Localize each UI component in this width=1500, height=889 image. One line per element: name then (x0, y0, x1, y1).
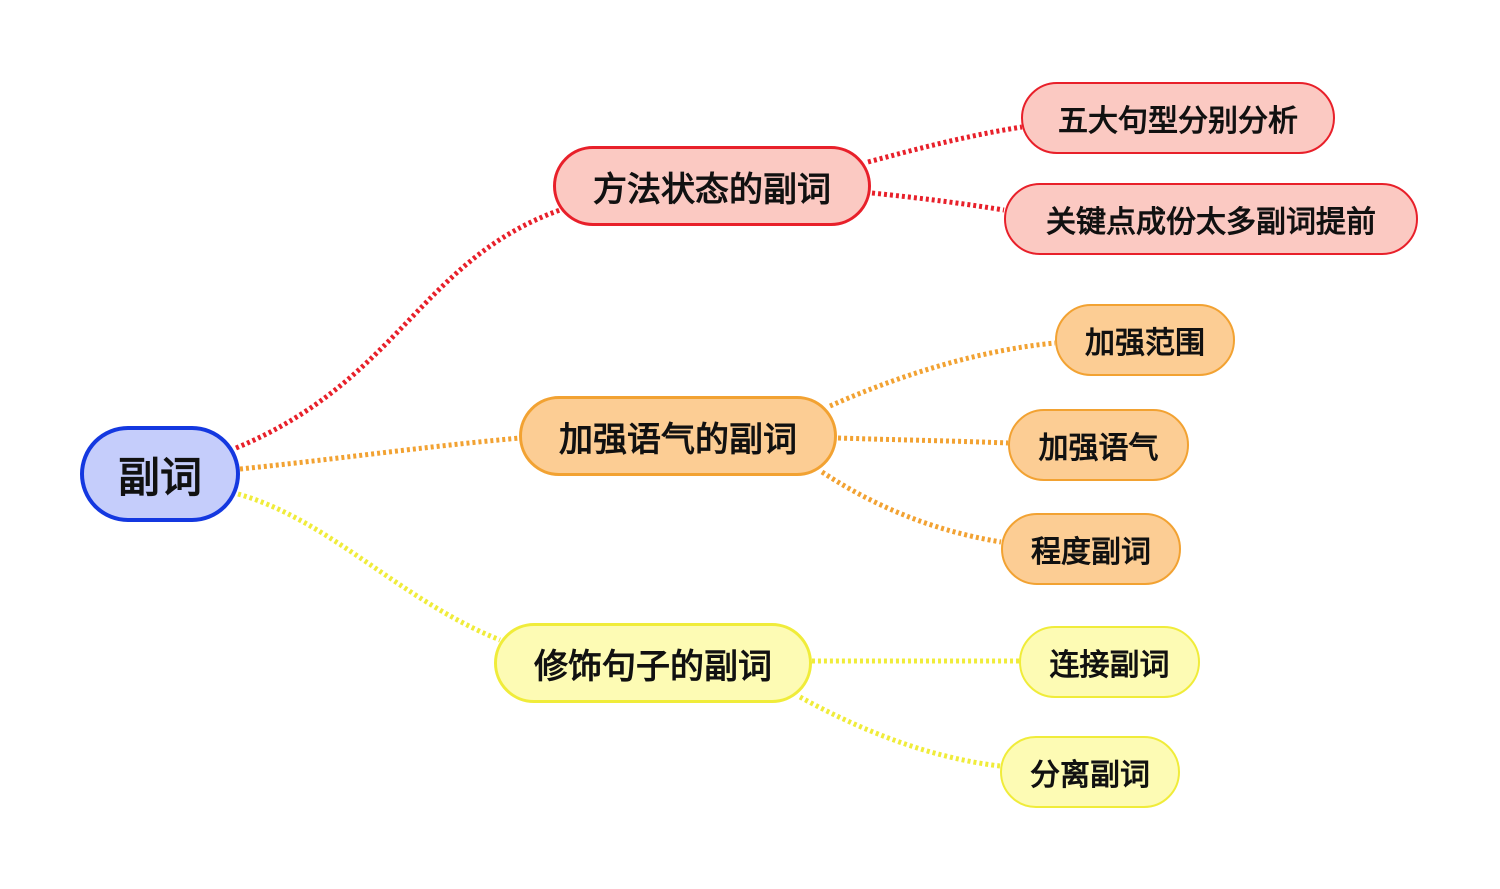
leaf-node-label: 关键点成份太多副词提前 (1046, 205, 1376, 240)
leaf-node-label: 程度副词 (1031, 535, 1151, 570)
leaf-node-fenli-fuci[interactable]: 分离副词 (1000, 736, 1180, 808)
connector-fangfa-to-guanjian (871, 190, 1005, 213)
branch-node-label: 加强语气的副词 (559, 419, 797, 460)
branch-node-fangfa-zhuangtai[interactable]: 方法状态的副词 (553, 146, 871, 226)
branch-node-label: 修饰句子的副词 (534, 646, 772, 687)
leaf-node-label: 五大句型分别分析 (1058, 104, 1298, 139)
leaf-node-label: 分离副词 (1030, 758, 1150, 793)
leaf-node-guanjiandian[interactable]: 关键点成份太多副词提前 (1004, 183, 1418, 255)
leaf-node-wuda-juxing[interactable]: 五大句型分别分析 (1021, 82, 1335, 154)
leaf-node-label: 加强范围 (1085, 326, 1205, 361)
leaf-node-jiaqiang-yuqi[interactable]: 加强语气 (1008, 409, 1189, 481)
branch-node-xiushi-juzi[interactable]: 修饰句子的副词 (494, 623, 812, 703)
leaf-node-lianjie-fuci[interactable]: 连接副词 (1019, 626, 1200, 698)
connector-jiaqiang-to-chengdu (820, 469, 1002, 545)
root-node[interactable]: 副词 (80, 426, 240, 522)
connector-xiushi-to-fenli (798, 694, 1001, 769)
branch-node-jiaqiang-yuqi[interactable]: 加强语气的副词 (519, 396, 837, 476)
connector-jiaqiang-to-yuqi (837, 435, 1009, 446)
connector-fangfa-to-wuda (867, 124, 1023, 165)
connector-root-to-xiushi (237, 491, 501, 643)
root-node-label: 副词 (117, 452, 202, 502)
leaf-node-jiaqiang-fanwei[interactable]: 加强范围 (1055, 304, 1235, 376)
connector-jiaqiang-to-fanwei (828, 340, 1056, 409)
connector-root-to-jiaqiang (239, 435, 521, 472)
branch-node-label: 方法状态的副词 (593, 169, 831, 210)
connector-root-to-fangfa (235, 207, 561, 451)
leaf-node-label: 连接副词 (1049, 648, 1170, 683)
leaf-node-chengdu-fuci[interactable]: 程度副词 (1001, 513, 1181, 585)
leaf-node-label: 加强语气 (1038, 431, 1159, 466)
